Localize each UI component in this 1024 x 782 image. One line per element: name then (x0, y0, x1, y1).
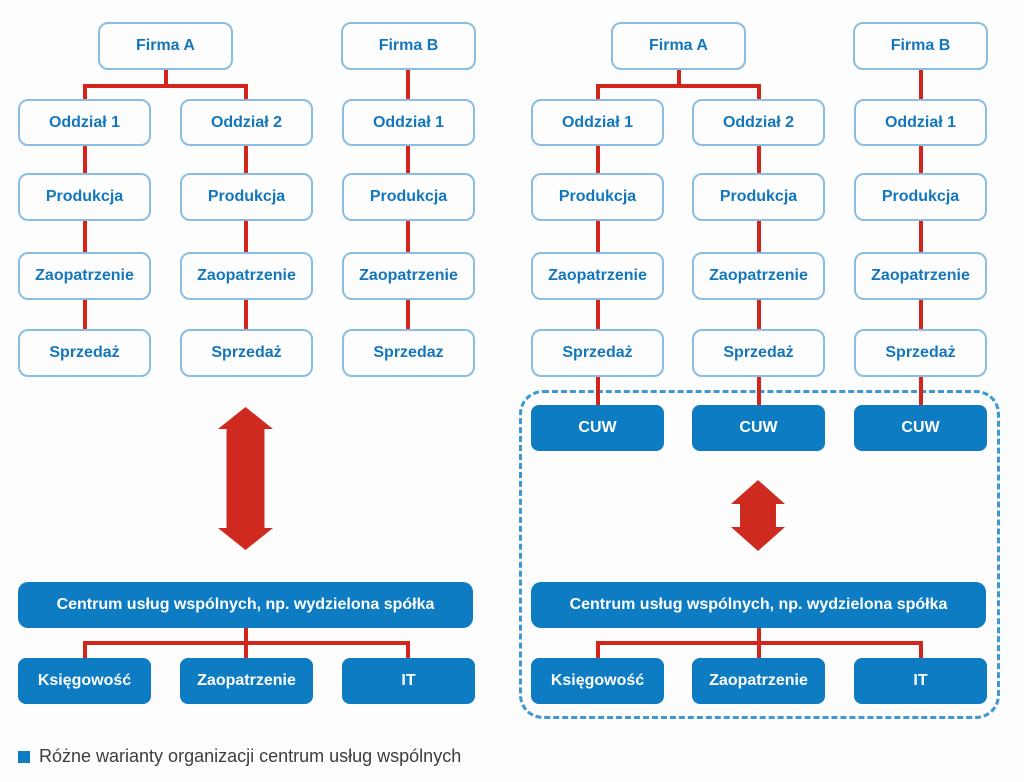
branch-box: Oddział 1 (854, 99, 987, 146)
connector-line (83, 221, 87, 252)
department-box: Sprzedaz (342, 329, 475, 377)
department-box: Produkcja (180, 173, 313, 221)
cuw-box: CUW (692, 405, 825, 451)
center-child-box: Księgowość (531, 658, 664, 704)
connector-line (83, 641, 410, 645)
connector-line (595, 221, 600, 252)
company-box: Firma A (98, 22, 233, 70)
department-box: Zaopatrzenie (692, 252, 825, 300)
connector-line (406, 641, 410, 658)
department-box: Produkcja (531, 173, 664, 221)
connector-line (595, 84, 761, 88)
department-box: Sprzedaż (18, 329, 151, 377)
connector-line (406, 146, 410, 173)
cuw-box: CUW (531, 405, 664, 451)
connector-line (756, 221, 761, 252)
center-child-box: IT (854, 658, 987, 704)
department-box: Sprzedaż (692, 329, 825, 377)
center-child-box: Zaopatrzenie (692, 658, 825, 704)
connector-line (595, 146, 600, 173)
connector-line (918, 221, 923, 252)
legend-text: Różne warianty organizacji centrum usług… (39, 746, 462, 766)
connector-line (244, 221, 248, 252)
department-box: Sprzedaż (531, 329, 664, 377)
connector-line (83, 84, 87, 99)
department-box: Zaopatrzenie (18, 252, 151, 300)
department-box: Produkcja (342, 173, 475, 221)
branch-box: Oddział 1 (18, 99, 151, 146)
legend-bullet-icon (18, 750, 30, 763)
connector-line (83, 641, 87, 658)
center-child-box: Zaopatrzenie (180, 658, 313, 704)
cuw-box: CUW (854, 405, 987, 451)
department-box: Zaopatrzenie (854, 252, 987, 300)
connector-line (918, 377, 923, 405)
connector-line (406, 221, 410, 252)
connector-line (244, 300, 248, 329)
connector-line (595, 84, 600, 99)
legend: Różne warianty organizacji centrum usług… (18, 746, 461, 767)
company-box: Firma A (611, 22, 746, 70)
connector-line (406, 300, 410, 329)
branch-box: Oddział 1 (531, 99, 664, 146)
department-box: Produkcja (854, 173, 987, 221)
connector-line (244, 84, 248, 99)
center-child-box: IT (342, 658, 475, 704)
department-box: Sprzedaż (180, 329, 313, 377)
connector-line (918, 70, 923, 99)
branch-box: Oddział 2 (180, 99, 313, 146)
connector-line (756, 146, 761, 173)
double-arrow-icon (218, 407, 273, 550)
connector-line (595, 641, 600, 658)
connector-line (918, 300, 923, 329)
department-box: Produkcja (18, 173, 151, 221)
connector-line (244, 146, 248, 173)
department-box: Zaopatrzenie (342, 252, 475, 300)
department-box: Zaopatrzenie (180, 252, 313, 300)
shared-center-box: Centrum usług wspólnych, np. wydzielona … (18, 582, 473, 628)
department-box: Sprzedaż (854, 329, 987, 377)
department-box: Produkcja (692, 173, 825, 221)
connector-line (83, 146, 87, 173)
connector-line (756, 377, 761, 405)
connector-line (756, 300, 761, 329)
connector-line (83, 84, 248, 88)
connector-line (595, 300, 600, 329)
connector-line (918, 146, 923, 173)
connector-line (83, 300, 87, 329)
connector-line (918, 641, 923, 658)
company-box: Firma B (853, 22, 988, 70)
center-child-box: Księgowość (18, 658, 151, 704)
company-box: Firma B (341, 22, 476, 70)
branch-box: Oddział 1 (342, 99, 475, 146)
shared-center-box: Centrum usług wspólnych, np. wydzielona … (531, 582, 986, 628)
connector-line (163, 70, 168, 86)
connector-line (595, 377, 600, 405)
connector-line (595, 641, 923, 645)
department-box: Zaopatrzenie (531, 252, 664, 300)
connector-line (406, 70, 410, 99)
branch-box: Oddział 2 (692, 99, 825, 146)
connector-line (676, 70, 681, 86)
connector-line (756, 84, 761, 99)
